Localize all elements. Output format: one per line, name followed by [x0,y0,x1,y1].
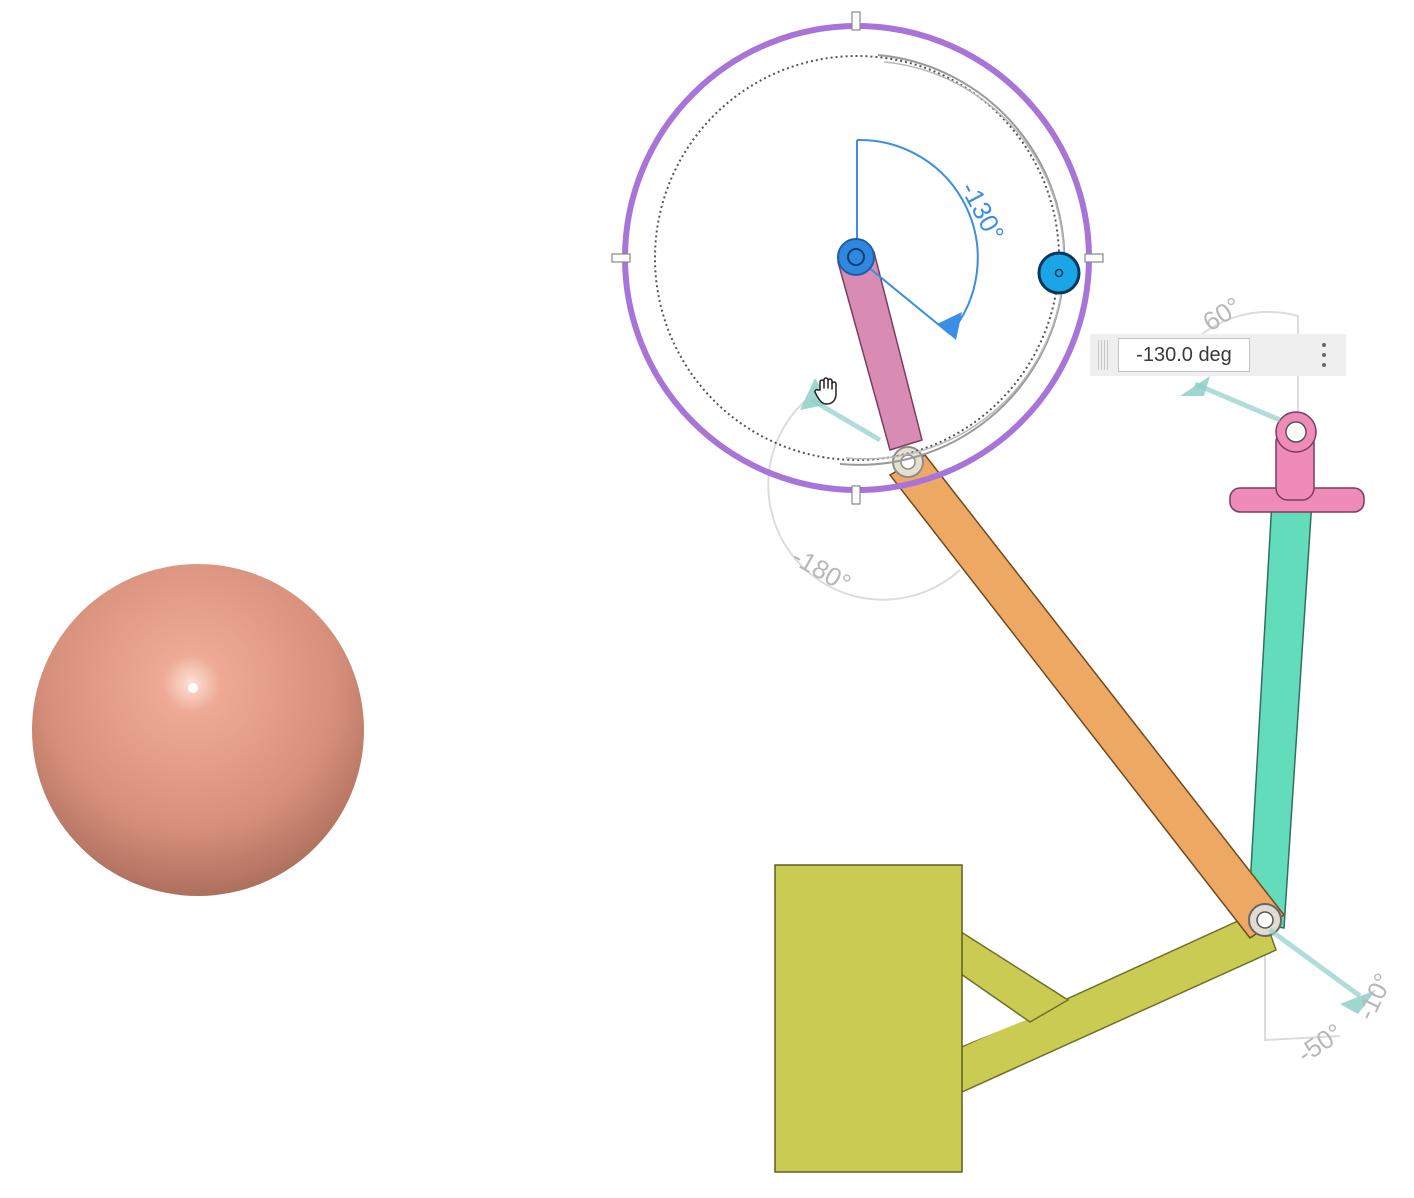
rotation-dial[interactable]: -130° [611,11,1104,505]
base-triangle-cutout [962,980,1026,1046]
rocker-link[interactable] [1247,499,1313,929]
base-frame[interactable] [774,864,1277,1173]
output-bottom-b-label: -10° [1350,968,1398,1024]
angle-value-box [1090,334,1346,376]
crank-min-label: -180° [787,541,856,598]
dial-tick-left [611,253,631,263]
drag-grip-icon[interactable] [1098,340,1108,370]
base-block [774,864,963,1173]
vertical-ellipsis-icon[interactable] [1314,340,1334,370]
crank-limit-arc [767,399,961,601]
coupler-rocker-joint-inner [1256,911,1274,929]
angle-label: -130° [955,177,1011,246]
output-bottom-limit-line [1268,927,1362,999]
ball-part[interactable] [32,564,364,896]
angle-value-input[interactable] [1118,338,1250,372]
dial-tick-top [851,11,861,31]
crank-limit-line [810,397,882,443]
tee-pin-hole [1285,421,1307,443]
dial-center-ring [847,248,865,266]
dial-center-handle[interactable] [837,238,875,276]
output-top-arrow-icon [1180,376,1210,396]
output-bottom-limit-arc [1264,930,1341,1042]
output-bottom-arrow-icon [1340,990,1376,1014]
hand-pan-icon [814,377,837,405]
joint-limit-indicators [767,311,1341,1042]
output-top-limit-arc [1194,311,1299,420]
dial-drag-handle-dot [1054,268,1064,278]
output-top-limit-line [1194,381,1281,423]
ball-highlight [188,683,198,693]
output-bottom-a-label: -50° [1292,1017,1349,1069]
dial-drag-handle[interactable] [1037,251,1081,295]
dial-tick-bottom [851,485,861,505]
output-top-label: 60° [1197,291,1246,337]
angle-arrowhead [937,312,962,340]
dial-tick-right [1084,253,1104,263]
limit-arrows [800,376,1376,1014]
tee-part[interactable] [1229,411,1365,513]
